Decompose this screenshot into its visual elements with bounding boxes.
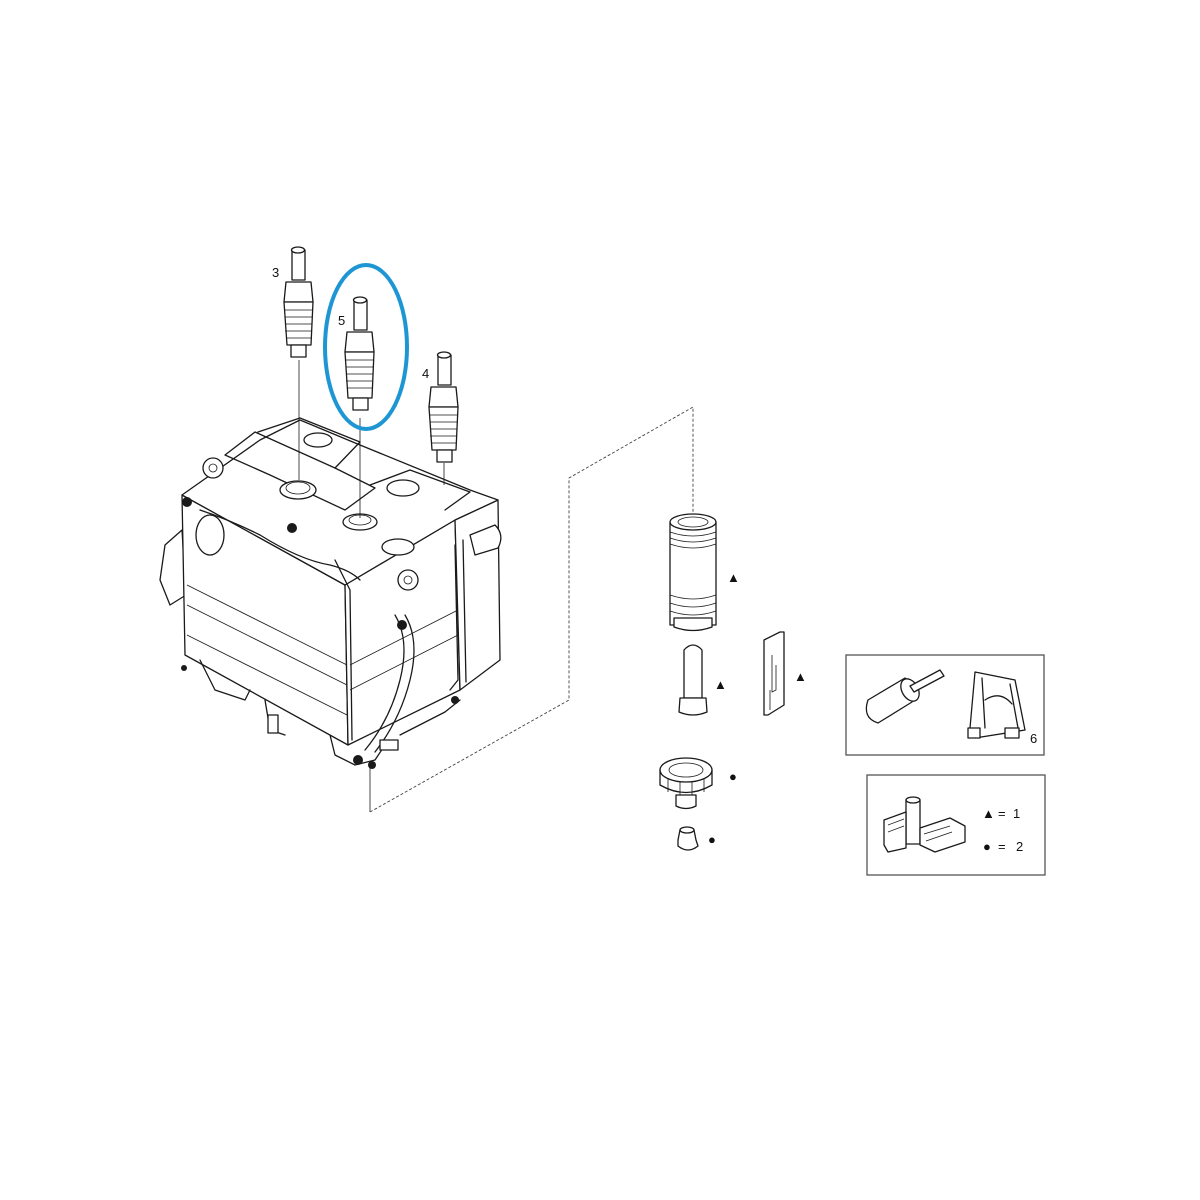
legend-triangle-eq: = xyxy=(998,806,1006,821)
sensor-probe-4[interactable] xyxy=(428,351,459,463)
nut-cap[interactable] xyxy=(659,757,713,810)
clip-kit-marker: ▲ xyxy=(794,669,807,684)
callout-6: 6 xyxy=(1030,731,1037,746)
nut-cap-kit-marker: ● xyxy=(729,769,737,784)
legend-dot-value: 2 xyxy=(1016,839,1023,854)
guide-pin[interactable] xyxy=(678,644,708,716)
callout-5: 5 xyxy=(338,313,345,328)
heater-block xyxy=(159,417,502,769)
sensor-probe-5[interactable] xyxy=(344,296,375,411)
plug-kit-marker: ● xyxy=(708,832,716,847)
kit-box-icon xyxy=(883,796,966,853)
highlight-circle xyxy=(323,263,409,431)
plug[interactable] xyxy=(677,826,699,851)
kit-legend: ▲ = 1 ● = 2 xyxy=(866,774,1046,876)
legend-dot-eq: = xyxy=(998,839,1006,854)
threaded-sleeve[interactable] xyxy=(669,513,717,632)
legend-triangle-value: 1 xyxy=(1013,806,1020,821)
legend-dot: ● xyxy=(983,839,991,854)
sleeve-kit-marker: ▲ xyxy=(727,570,740,585)
pin-kit-marker: ▲ xyxy=(714,677,727,692)
callout-3: 3 xyxy=(272,265,279,280)
callout-4: 4 xyxy=(422,366,429,381)
sensor-probe-3[interactable] xyxy=(283,246,314,358)
leader-lines xyxy=(298,360,694,813)
retaining-clip[interactable] xyxy=(763,631,785,716)
part-6-panel[interactable]: 6 xyxy=(845,654,1045,756)
connector-cylinder-icon xyxy=(865,669,945,724)
clip-housing-icon xyxy=(967,671,1026,739)
legend-triangle: ▲ xyxy=(982,806,995,821)
